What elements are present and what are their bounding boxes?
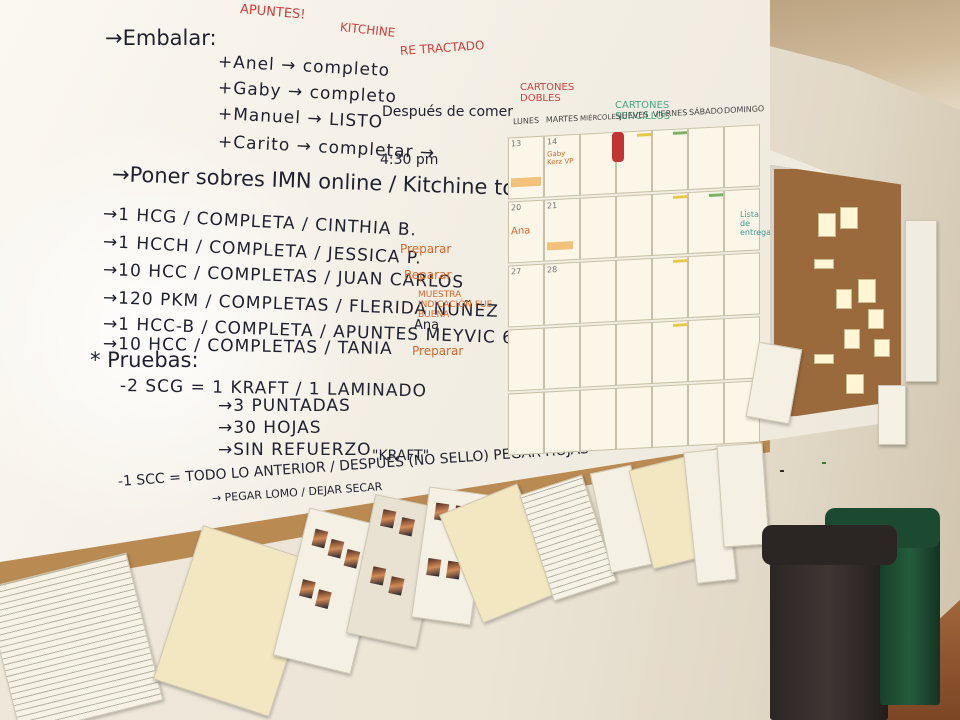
- sticky-tab: [673, 131, 687, 135]
- pinned-note: [844, 329, 860, 349]
- pinned-note: [846, 374, 864, 394]
- calendar-cell-note: Ana: [511, 225, 531, 238]
- photo-thumb: [311, 528, 329, 549]
- calendar-cell: 27: [508, 263, 544, 328]
- black-bin-lid: [762, 525, 897, 565]
- calendar-cell: [580, 195, 616, 260]
- calendar-date: 20: [511, 202, 522, 213]
- calendar-cell: [508, 391, 544, 456]
- calendar-cell: [580, 387, 616, 452]
- pruebas-label: * Pruebas:: [90, 348, 199, 372]
- calendar-day-label: VIERNES: [652, 108, 688, 119]
- sticky-tab: [709, 193, 723, 197]
- calendar-cell: [688, 382, 724, 447]
- sticky-tab: [673, 195, 687, 199]
- pruebas-item-3: →SIN REFUERZO: [218, 440, 372, 460]
- pinned-note: [858, 279, 876, 303]
- calendar-cell-note: Gaby Kerz VP: [547, 149, 574, 167]
- embalar-label: →Embalar:: [105, 26, 217, 50]
- heading-cartones-sencillos: CARTONES SENCILLOS: [615, 100, 671, 122]
- sticky-flag: [547, 241, 573, 251]
- calendar-cell: 13: [508, 135, 544, 200]
- calendar-cell: [652, 192, 688, 256]
- pinned-note: [818, 213, 836, 237]
- kraft-note: "KRAFT": [372, 448, 430, 464]
- calendar-cell: 14 Gaby Kerz VP: [544, 133, 580, 198]
- calendar-cell: [724, 252, 760, 317]
- calendar-date: 27: [511, 266, 522, 277]
- calendar-date: 21: [547, 200, 558, 211]
- despues-comer-note: Después de comer: [382, 104, 514, 120]
- sticky-tab: [637, 133, 651, 137]
- calendar-cell: [688, 190, 724, 255]
- monthly-calendar: LUNES MARTES MIÉRCOLES JUEVES VIERNES SÁ…: [500, 98, 765, 472]
- marker-clip-icon: [612, 132, 624, 162]
- sticky-tab: [673, 323, 687, 327]
- light-glare: [0, 120, 360, 540]
- sticky-flag: [511, 176, 541, 188]
- heading-cartones-dobles: CARTONES DOBLES: [520, 82, 575, 104]
- time-note: 4:30 pm: [380, 152, 439, 168]
- calendar-cell: [616, 385, 652, 450]
- side-note-list: Lista de entrega: [740, 210, 772, 237]
- photo-thumb: [369, 566, 387, 586]
- calendar-cell: [652, 256, 688, 320]
- calendar-date: 13: [511, 138, 522, 149]
- pinned-note: [874, 339, 890, 357]
- wall-sheet: [905, 220, 937, 382]
- calendar-cell: [688, 126, 724, 191]
- pinned-note: [814, 259, 834, 269]
- calendar-cell: [724, 124, 760, 189]
- calendar-cell: [616, 321, 652, 386]
- calendar-cell: [544, 389, 580, 454]
- calendar-cell: 21: [544, 197, 580, 262]
- photo-thumb: [327, 538, 345, 559]
- photo-thumb: [298, 579, 316, 599]
- calendar-cell: [652, 320, 688, 384]
- calendar-cell: [508, 327, 544, 392]
- pruebas-item-2: →30 HOJAS: [218, 418, 322, 438]
- photo-thumb: [426, 558, 442, 577]
- calendar-cell: [616, 193, 652, 258]
- calendar-day-label: MIÉRCOLES: [580, 112, 621, 123]
- calendar-cell: [580, 259, 616, 324]
- pinned-note: [868, 309, 884, 329]
- photo-thumb: [380, 509, 397, 529]
- wall-poster: [878, 385, 906, 445]
- calendar-cell: 20 Ana: [508, 199, 544, 264]
- calendar-cell: [652, 384, 688, 448]
- calendar-day-label: DOMINGO: [724, 104, 765, 116]
- pinned-note: [836, 289, 852, 309]
- calendar-date: 14: [547, 136, 558, 147]
- calendar-cell: [616, 257, 652, 322]
- side-note-muestra: MUESTRA INDICACIÓN FUE BUENA: [418, 290, 493, 320]
- calendar-cell: [688, 318, 724, 383]
- calendar-date: 28: [547, 264, 558, 275]
- calendar-day-label: JUEVES: [619, 110, 649, 121]
- calendar-day-label: SÁBADO: [688, 106, 724, 118]
- wall-sign: [822, 462, 826, 464]
- pruebas-item-1: →3 PUNTADAS: [218, 396, 351, 416]
- side-note-ana: Ana: [414, 318, 440, 333]
- side-note-reparar: Reparar: [404, 268, 452, 282]
- calendar-cell: [652, 128, 688, 192]
- side-note-preparar-2: Preparar: [412, 344, 464, 358]
- calendar-cell: [688, 254, 724, 319]
- photo-thumb: [398, 517, 416, 537]
- photo-thumb: [343, 549, 361, 569]
- calendar-cell: [580, 131, 616, 196]
- wall-sign: [780, 470, 784, 472]
- photo-thumb: [388, 576, 405, 596]
- calendar-day-label: MARTES: [545, 113, 579, 125]
- pinned-note: [814, 354, 834, 364]
- side-note-preparar: Preparar: [400, 242, 452, 256]
- photo-thumb: [314, 589, 332, 609]
- pinned-note: [840, 207, 858, 229]
- calendar-cell: [580, 323, 616, 388]
- calendar-day-label: LUNES: [512, 115, 540, 127]
- calendar-cell: [544, 325, 580, 390]
- calendar-cell: 28: [544, 261, 580, 326]
- sticky-tab: [673, 259, 687, 263]
